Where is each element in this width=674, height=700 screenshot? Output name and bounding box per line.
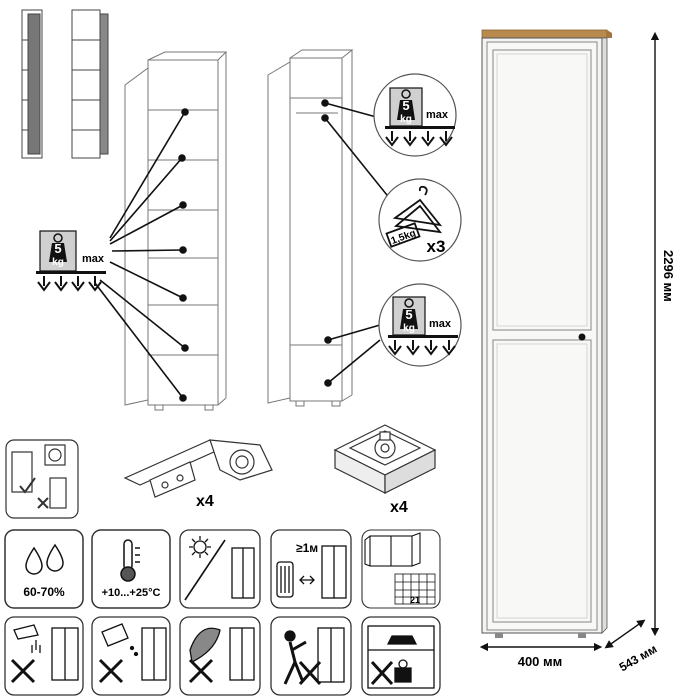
open-cabinet-shelves — [124, 51, 228, 411]
heater-distance-icon — [270, 529, 352, 609]
hanger-weight: 1,5kg — [390, 228, 418, 247]
callout-lines — [94, 99, 396, 402]
foot-count: x4 — [390, 499, 408, 516]
temperature-label: +10...+25°C — [102, 587, 161, 599]
bottom-shelf-weight-unit: kg — [403, 323, 415, 334]
weight-badge-shelf — [36, 230, 106, 292]
shelf-weight: 5 — [54, 241, 61, 256]
adjustable-foot-icon — [333, 424, 437, 494]
temperature-icon — [91, 529, 171, 609]
width-dimension: 400 мм — [518, 654, 563, 669]
humidity-icon — [4, 529, 84, 609]
cabinet-front-view — [481, 29, 612, 638]
weight-badge-top-shelf — [373, 73, 457, 157]
dimension-depth-arrow — [604, 619, 646, 649]
height-dimension: 2296 мм — [661, 250, 674, 302]
cabinet-thumbnail-open — [71, 9, 109, 159]
grid-number: 21 — [410, 595, 420, 605]
distance-label: ≥1м — [296, 541, 318, 555]
top-shelf-weight: 5 — [402, 98, 409, 113]
no-abrasive-icon — [179, 616, 261, 696]
level-grid-icon — [361, 529, 441, 609]
weight-icon — [49, 243, 67, 262]
bottom-shelf-weight-limit: max — [429, 318, 452, 330]
top-shelf-weight-limit: max — [426, 109, 449, 121]
load-arrows-icon — [37, 276, 102, 292]
cabinet-knob — [578, 333, 586, 341]
wall-fixing-tile — [5, 439, 79, 519]
shelf-weight-unit: kg — [52, 257, 64, 268]
bottom-shelf-weight: 5 — [405, 307, 412, 322]
no-chemicals-icon — [91, 616, 171, 696]
weight-badge-bottom-shelf — [378, 283, 462, 367]
no-water-cleaning-icon — [4, 616, 84, 696]
hanger-icon — [385, 185, 443, 248]
no-pushing-icon — [270, 616, 352, 696]
hanger-badge — [378, 178, 462, 262]
humidity-label: 60-70% — [23, 585, 65, 599]
hinge-icon — [123, 439, 273, 498]
open-cabinet-rail — [267, 49, 354, 407]
top-shelf-weight-unit: kg — [400, 114, 412, 125]
depth-dimension: 543 мм — [617, 642, 660, 675]
hanger-multiplier: x3 — [427, 237, 446, 256]
no-sunlight-icon — [179, 529, 261, 609]
shelf-weight-limit: max — [82, 253, 105, 265]
cabinet-thumbnail-closed — [21, 9, 43, 159]
no-heavy-load-icon — [361, 616, 441, 696]
hinge-count: x4 — [196, 493, 214, 510]
calendar-grid — [394, 573, 436, 605]
